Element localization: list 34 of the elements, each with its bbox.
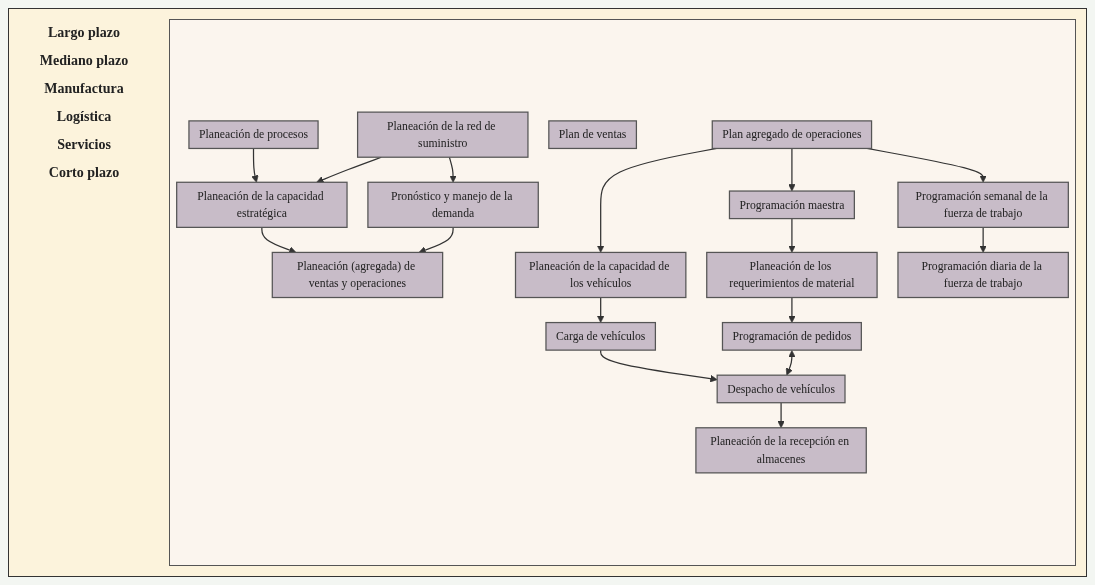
- node-box: Programación maestra: [728, 190, 855, 220]
- arrow: [979, 226, 987, 253]
- arrow: [788, 217, 796, 253]
- label-text: Corto plazo: [47, 165, 121, 181]
- label-text: Servicios: [56, 137, 112, 153]
- arrow: [418, 226, 454, 254]
- node-box: Planeación de la capacidad de los vehículos: [514, 251, 687, 299]
- arrow: [600, 349, 718, 383]
- node-box: Programación semanal de la fuerza de trabajo: [897, 181, 1069, 228]
- arrow: [785, 350, 796, 376]
- label-text: Largo plazo: [47, 25, 121, 41]
- node-box: Planeación de la recepción en almacenes: [695, 427, 867, 474]
- label-text: Mediano plazo: [38, 53, 130, 69]
- arrow: [777, 402, 785, 429]
- node-box: Programación diaria de la fuerza de trabajo: [897, 251, 1069, 299]
- label-text: Logística: [55, 109, 113, 125]
- node-box: Programación de pedidos: [721, 321, 862, 351]
- arrow: [597, 296, 605, 323]
- node-box: Plan agregado de operaciones: [711, 120, 873, 150]
- arrow: [448, 156, 457, 183]
- node-box: Planeación de los requerimientos de material: [706, 251, 878, 299]
- arrow: [251, 147, 259, 183]
- node-box: Despacho de vehículos: [716, 374, 846, 404]
- node-box: Plan de ventas: [548, 120, 638, 150]
- arrow: [261, 226, 297, 254]
- node-box: Planeación (agregada) de ventas y operaciones: [271, 251, 444, 299]
- arrow: [788, 296, 796, 323]
- node-box: Carga de vehículos: [545, 321, 657, 351]
- node-box: Planeación de procesos: [188, 120, 319, 150]
- label-text: Manufactura: [43, 81, 125, 97]
- arrow: [788, 147, 796, 192]
- node-box: Pronóstico y manejo de la demanda: [367, 181, 539, 228]
- node-box: Planeación de la capacidad estratégica: [176, 181, 348, 228]
- node-box: Planeación de la red de suministro: [356, 111, 529, 158]
